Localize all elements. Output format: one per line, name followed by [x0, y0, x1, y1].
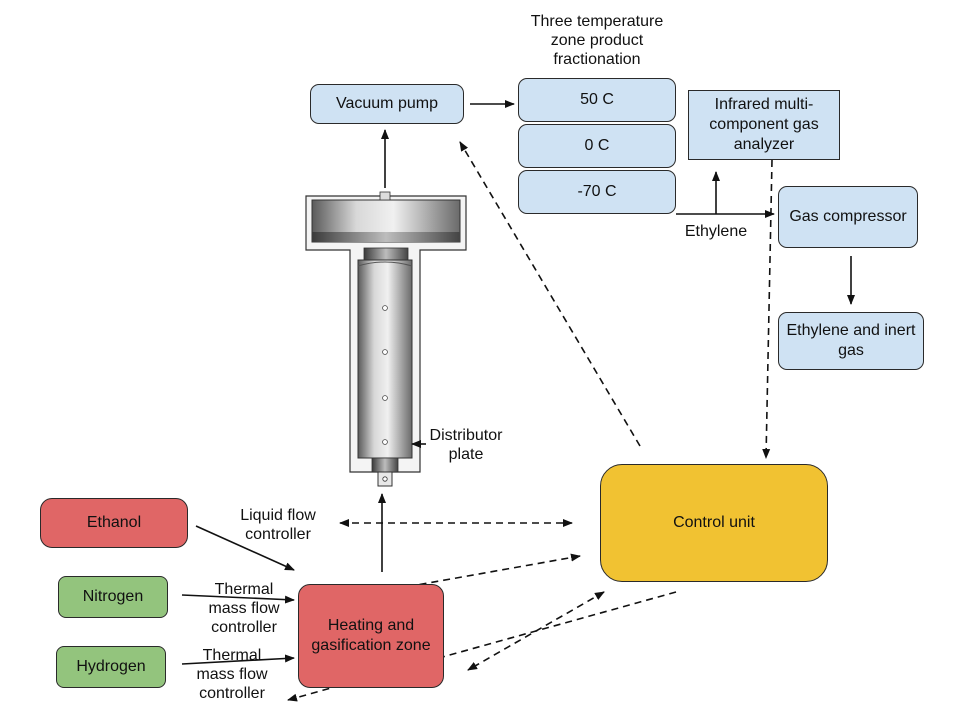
- dashed-analyzer-to-control: [762, 159, 773, 459]
- zone-0c-box: 0 C: [518, 124, 676, 168]
- fractionation-title: Three temperature zone product fractiona…: [530, 13, 664, 68]
- thermal-mass-flow-controller-label-2: Thermal mass flow controller: [196, 647, 268, 702]
- zone-minus70c-box: -70 C: [518, 170, 676, 214]
- gas-analyzer-box: Infrared multi-component gas analyzer: [688, 90, 840, 160]
- arrow-hydrogen-to-heating: [181, 654, 295, 665]
- hydrogen-box: Hydrogen: [56, 646, 166, 688]
- arrow-ethanol-to-heating: [195, 525, 295, 571]
- dashed-control-to-pump: [459, 141, 641, 447]
- ethylene-label: Ethylene: [684, 223, 748, 240]
- arrow-nitrogen-to-heating: [181, 594, 295, 604]
- ethylene-inert-gas-box: Ethylene and inert gas: [778, 312, 924, 370]
- gas-compressor-box: Gas compressor: [778, 186, 918, 248]
- control-unit-box: Control unit: [600, 464, 828, 582]
- distributor-plate-label: Distributor plate: [429, 427, 503, 463]
- ethanol-box: Ethanol: [40, 498, 188, 548]
- zone-50c-box: 50 C: [518, 78, 676, 122]
- nitrogen-box: Nitrogen: [58, 576, 168, 618]
- vacuum-pump-box: Vacuum pump: [310, 84, 464, 124]
- heating-gasification-zone-box: Heating and gasification zone: [298, 584, 444, 688]
- liquid-flow-controller-label: Liquid flow controller: [240, 507, 316, 543]
- thermal-mass-flow-controller-label-1: Thermal mass flow controller: [208, 581, 280, 636]
